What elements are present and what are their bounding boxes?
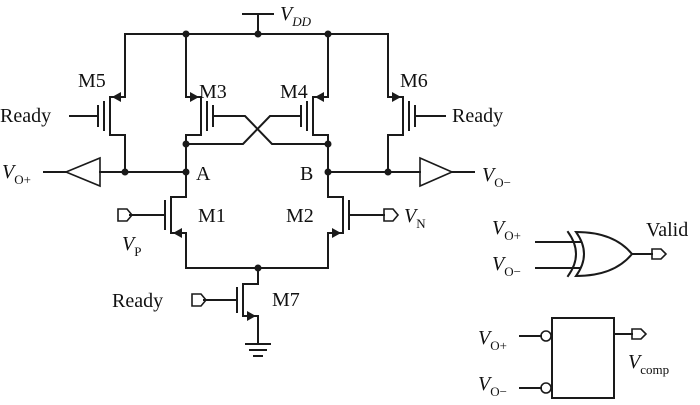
vo-minus-output-label: VO− bbox=[482, 164, 511, 190]
m4-label: M4 bbox=[280, 81, 308, 103]
vn-label: VN bbox=[404, 205, 426, 231]
m1-label: M1 bbox=[198, 205, 226, 227]
transistor-m7 bbox=[191, 267, 259, 345]
m3-label: M3 bbox=[199, 81, 227, 103]
node-a-wiring bbox=[43, 156, 190, 198]
comparator-block bbox=[519, 317, 648, 399]
vo-plus-output-label: VO+ bbox=[2, 161, 31, 187]
vdd-rail bbox=[124, 13, 389, 38]
node-b-label: B bbox=[300, 163, 313, 185]
vdd-label: VDD bbox=[280, 3, 312, 29]
ready-m6-label: Ready bbox=[452, 105, 503, 127]
valid-output-label: Valid bbox=[646, 219, 688, 241]
cross-coupling bbox=[182, 115, 332, 148]
xor-in-plus-label: VO+ bbox=[492, 217, 521, 243]
node-a-label: A bbox=[196, 163, 211, 185]
node-b-wiring bbox=[324, 156, 475, 198]
ground-icon bbox=[245, 343, 271, 357]
transistor-m6 bbox=[387, 33, 446, 173]
m6-label: M6 bbox=[400, 70, 428, 92]
m5-label: M5 bbox=[78, 70, 106, 92]
transistor-m4 bbox=[300, 33, 329, 158]
comp-in-plus-label: VO+ bbox=[478, 327, 507, 353]
transistor-m1 bbox=[117, 196, 187, 269]
vp-label: VP bbox=[122, 233, 141, 259]
xor-gate bbox=[535, 230, 668, 278]
transistor-m5 bbox=[69, 33, 126, 173]
comp-in-minus-label: VO− bbox=[478, 373, 507, 399]
transistor-m2 bbox=[327, 196, 400, 269]
m7-label: M7 bbox=[272, 289, 300, 311]
xor-in-minus-label: VO− bbox=[492, 253, 521, 279]
vcomp-output-label: Vcomp bbox=[628, 351, 669, 377]
m2-label: M2 bbox=[286, 205, 314, 227]
ready-m7-label: Ready bbox=[112, 290, 163, 312]
ready-m5-label: Ready bbox=[0, 105, 51, 127]
